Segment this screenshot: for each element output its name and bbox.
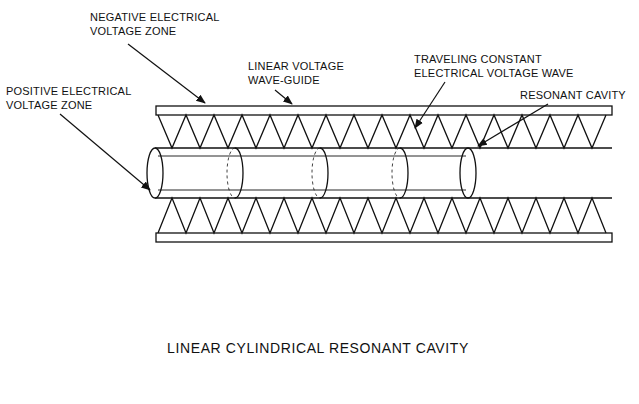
cylinder-end [460,148,476,198]
ring-front [320,148,328,198]
cavity-line [468,147,612,148]
part-label: POSITIVE ELECTRICAL VOLTAGE ZONE [6,84,141,112]
inner-tube [158,156,466,190]
leader-arrow [60,114,150,190]
bottom-plate [156,233,612,242]
leader-arrow [128,44,205,103]
cross-section-rings [227,148,408,198]
ring-back [227,148,235,198]
leader-arrow [275,90,292,104]
cavity-line [468,197,612,198]
part-label: NEGATIVE ELECTRICAL VOLTAGE ZONE [90,10,230,38]
zigzag-line [158,115,606,148]
leader-arrow [478,104,548,146]
part-label: TRAVELING CONSTANT ELECTRICAL VOLTAGE WA… [414,52,579,80]
part-label: RESONANT CAVITY [520,88,626,102]
ring-back [392,148,400,198]
top-plate [156,106,612,115]
leader-arrow [415,82,445,128]
zigzag-line [158,198,606,233]
part-label: LINEAR VOLTAGE WAVE-GUIDE [248,59,353,87]
cylinder-end [147,148,163,198]
ring-front [400,148,408,198]
caption: LINEAR CYLINDRICAL RESONANT CAVITY [167,340,469,357]
wave-zigzag [158,115,606,233]
ring-front [235,148,243,198]
cylinder-body [155,148,468,198]
ring-back [312,148,320,198]
